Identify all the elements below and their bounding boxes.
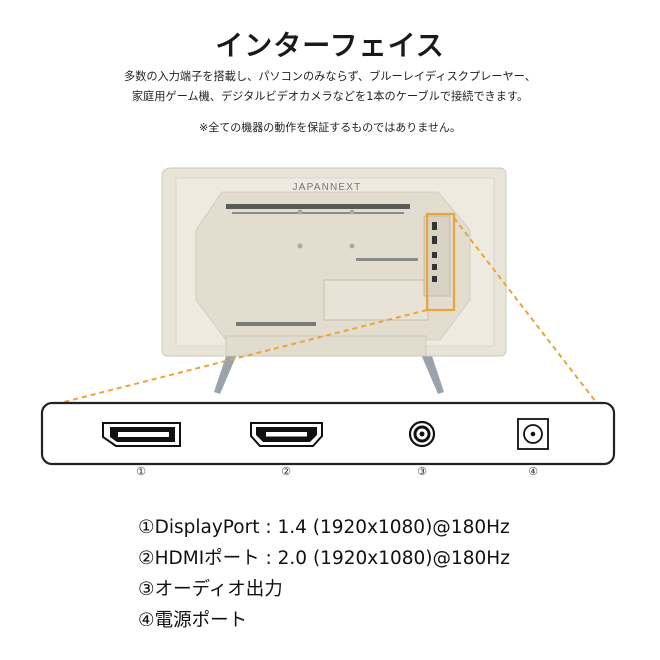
audio-jack-icon (408, 420, 436, 448)
description-line-2: 家庭用ゲーム機、デジタルビデオカメラなどを1本のケーブルで接続できます。 (131, 90, 529, 103)
port-number-2: ② (281, 465, 291, 478)
monitor-back (161, 167, 507, 357)
spec-displayport: ①DisplayPort : 1.4 (1920x1080)@180Hz (138, 517, 510, 538)
spec-power: ④電源ポート (138, 610, 248, 631)
dc-power-icon (517, 418, 549, 450)
displayport-icon (102, 422, 181, 447)
port-number-3: ③ (417, 465, 427, 478)
port-number-4: ④ (528, 465, 538, 478)
description-line-1: 多数の入力端子を搭載し、パソコンのみならず、ブルーレイディスクプレーヤー、 (123, 70, 537, 83)
port-panel (40, 401, 616, 466)
port-number-1: ① (136, 465, 146, 478)
monitor-stand (214, 350, 444, 394)
brand-logo: JAPANNEXT (293, 182, 362, 193)
port-highlight (59, 212, 597, 404)
spec-list: ①DisplayPort : 1.4 (1920x1080)@180Hz ②HD… (138, 512, 510, 636)
compatibility-note: ※全ての機器の動作を保証するものではありません。 (199, 121, 461, 134)
spec-hdmi: ②HDMIポート : 2.0 (1920x1080)@180Hz (138, 548, 510, 569)
hdmi-icon (250, 422, 323, 447)
page-title: インターフェイス (215, 29, 445, 62)
spec-audio-out: ③オーディオ出力 (138, 579, 283, 600)
